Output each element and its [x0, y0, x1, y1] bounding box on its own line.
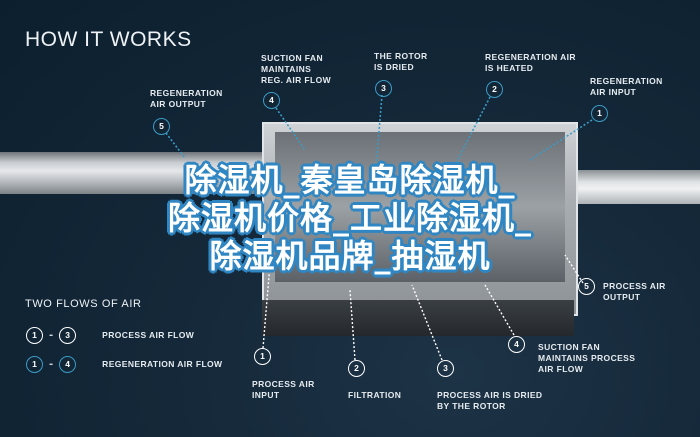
legend-from-icon: 1: [26, 356, 43, 373]
legend-separator: -: [49, 359, 54, 370]
callout-process-5-icon: 5: [578, 278, 595, 295]
callout-process-2-icon: 2: [348, 360, 365, 377]
callout-filtration-label: FILTRATION: [348, 390, 402, 400]
page-title: HOW IT WORKS: [25, 28, 192, 51]
legend-separator: -: [49, 330, 54, 341]
legend-label: REGENERATION AIR FLOW: [102, 359, 223, 369]
callout-process-4-icon: 4: [508, 336, 525, 353]
legend-to-icon: 3: [59, 327, 77, 344]
legend-item-regeneration: 1 - 4 REGENERATION AIR FLOW: [26, 356, 222, 373]
regeneration-duct-right: [578, 170, 700, 204]
callout-number-1-icon: 1: [591, 105, 608, 122]
regeneration-duct-left: [0, 152, 300, 194]
overlay-title: 除湿机_秦皇岛除湿机_ 除湿机价格_工业除湿机_ 除湿机品牌_抽湿机: [0, 161, 700, 275]
callout-process-3-icon: 3: [437, 360, 454, 377]
legend-label: PROCESS AIR FLOW: [102, 330, 195, 340]
legend-to-icon: 4: [59, 356, 77, 373]
overlay-line-3: 除湿机品牌_抽湿机: [209, 237, 491, 275]
callout-number-4-icon: 4: [263, 92, 280, 109]
overlay-line-1: 除湿机_秦皇岛除湿机_: [184, 161, 516, 199]
overlay-line-2: 除湿机价格_工业除湿机_: [167, 199, 532, 237]
legend-title: TWO FLOWS OF AIR: [25, 298, 142, 310]
legend-from-icon: 1: [26, 327, 43, 344]
dehumidifier-base: [262, 300, 574, 336]
legend-item-process: 1 - 3 PROCESS AIR FLOW: [26, 327, 194, 344]
callout-number-3-icon: 3: [375, 80, 392, 97]
callout-number-2-icon: 2: [486, 81, 503, 98]
dehumidifier-interior: [275, 132, 565, 282]
callout-number-5-icon: 5: [153, 118, 170, 135]
callout-process-1-icon: 1: [254, 348, 271, 365]
